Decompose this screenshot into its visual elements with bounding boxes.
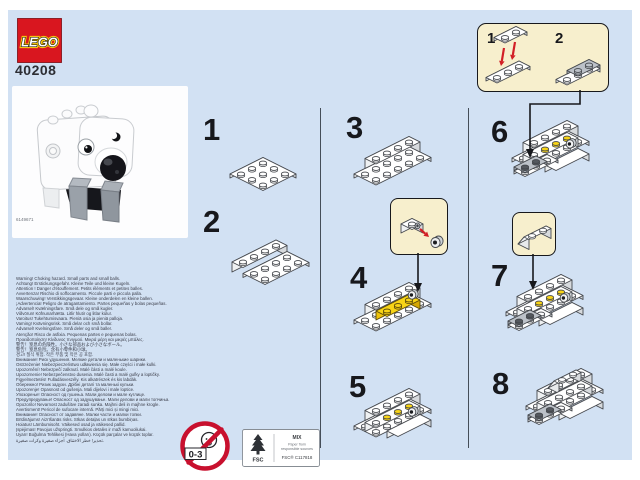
step-number-3: 3 [346, 110, 364, 145]
eye-piece-diagram [400, 218, 444, 248]
slope-piece-callout-box [512, 212, 556, 256]
fsc-cert-number: FSC® C117818 [282, 455, 313, 460]
diagram-step-7 [505, 274, 584, 331]
diagram-step-6 [511, 120, 590, 177]
slope-piece-diagram [517, 225, 552, 250]
element-id: 6149671 [16, 217, 34, 222]
step-number-4: 4 [350, 260, 368, 295]
lego-logo-text: LEGO [21, 35, 58, 50]
polar-bear-photo [36, 104, 135, 223]
step-number-8: 8 [492, 366, 510, 401]
photo-panel: 6149671 [12, 86, 188, 238]
step-number-7: 7 [491, 258, 509, 293]
eye-piece-callout-box [390, 198, 448, 255]
diagram-step-4 [353, 282, 432, 332]
divider-left [320, 108, 321, 448]
step-number-6: 6 [491, 114, 509, 149]
callout-substep-2-label: 2 [555, 30, 564, 47]
lego-logo-halo: LEGO [21, 35, 58, 50]
fsc-tree-icon [250, 434, 266, 455]
step-number-1: 1 [203, 112, 221, 147]
warnings-text: Warning! Choking hazard. Small parts and… [16, 276, 170, 443]
fsc-line1: Paper from [288, 443, 306, 447]
fsc-mix-label: MIX [293, 435, 303, 441]
diagram-step-8 [525, 368, 604, 425]
step-number-2: 2 [203, 204, 221, 239]
fsc-org-label: FSC [253, 458, 264, 464]
diagram-step-3 [353, 136, 432, 186]
diagram-step-1 [229, 157, 297, 191]
fsc-label: FSC MIX Paper from responsible sources F… [242, 429, 320, 467]
lego-logo-icon: LEGO LEGO [17, 18, 62, 63]
diagram-step-5 [353, 388, 432, 439]
set-number: 40208 [15, 62, 57, 78]
step-number-5: 5 [349, 369, 367, 404]
diagram-step-2 [231, 239, 310, 285]
divider-right [468, 108, 469, 448]
fsc-line2: responsible sources [281, 447, 313, 451]
callout-substep-1-label: 1 [487, 30, 496, 47]
age-warning-label: 0-3 [189, 450, 203, 461]
callout-substeps-diagram [485, 26, 601, 86]
substeps-callout-box: 1 2 [477, 23, 609, 92]
age-warning-icon: 0-3 [180, 421, 230, 471]
